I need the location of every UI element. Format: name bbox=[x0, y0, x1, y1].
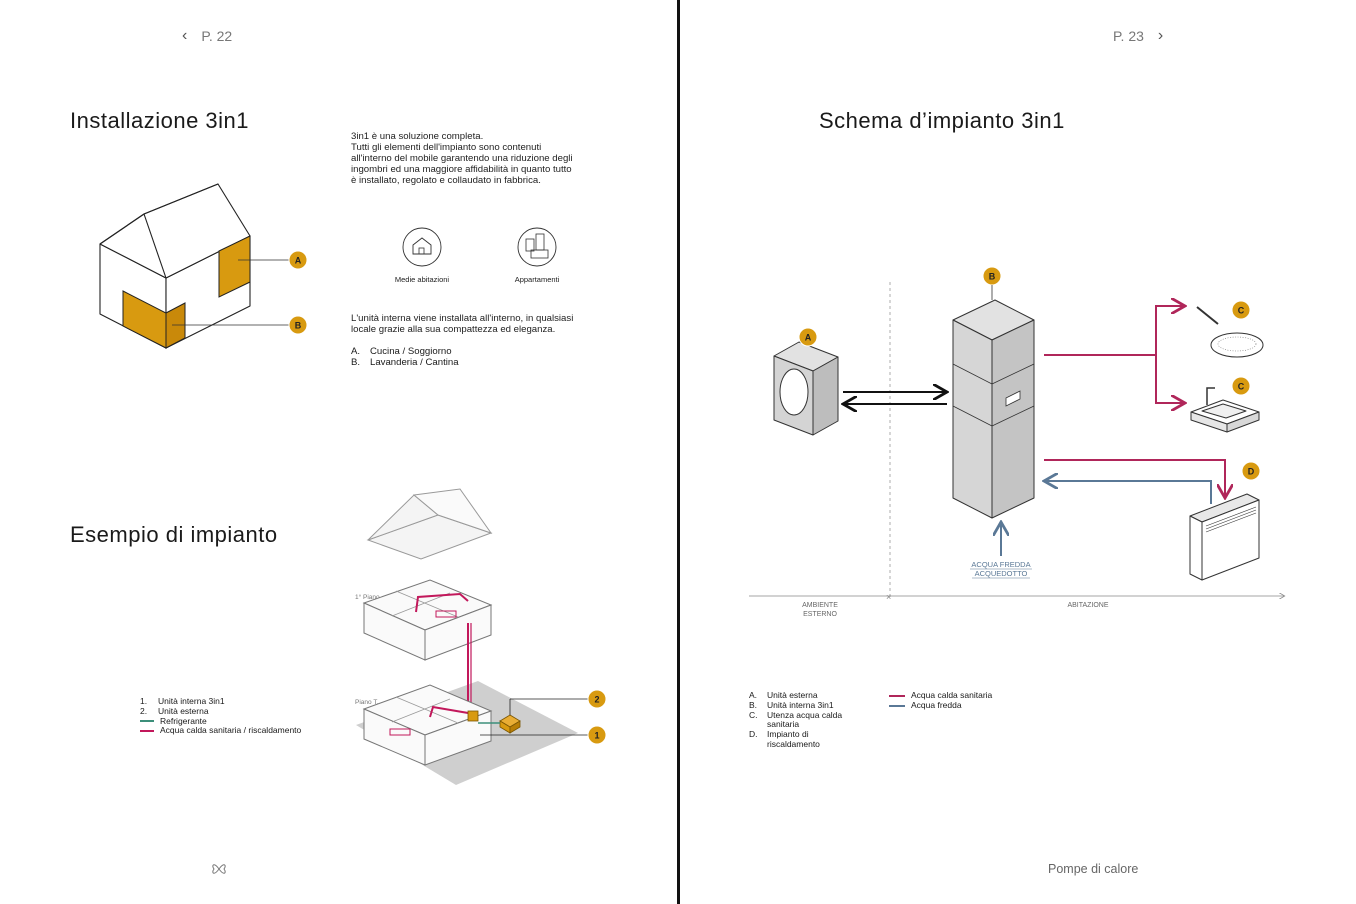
zone-outside-1: AMBIENTE bbox=[802, 602, 838, 609]
svg-text:×: × bbox=[886, 592, 891, 602]
cold-water-swatch bbox=[889, 704, 905, 707]
house-illustration: A B bbox=[99, 183, 308, 349]
list-item: D.Impianto di riscaldamento bbox=[749, 729, 820, 749]
refrigerant-swatch bbox=[140, 720, 154, 723]
marker-2: 2 bbox=[594, 695, 599, 705]
list-item: C.Utenza acqua calda sanitaria bbox=[749, 709, 843, 730]
chevron-right-icon[interactable]: › bbox=[1157, 27, 1164, 44]
component-legend: A.Unità esterna B.Unità interna 3in1 C.U… bbox=[749, 690, 843, 750]
install-paragraph: L'unità interna viene installata all'int… bbox=[351, 313, 574, 335]
marker-c-shower: C bbox=[1238, 306, 1245, 316]
list-item: A.Cucina / Soggiorno bbox=[351, 346, 452, 357]
list-item: Refrigerante bbox=[140, 716, 301, 727]
list-item: 1.Unità interna 3in1 bbox=[140, 696, 225, 706]
marker-c-sink: C bbox=[1238, 382, 1245, 392]
icon-label-houses: Medie abitazioni bbox=[394, 275, 450, 284]
example-title: Esempio di impianto bbox=[70, 522, 278, 547]
icon-label-apartments: Appartamenti bbox=[514, 275, 560, 284]
zone-inside: ABITAZIONE bbox=[1067, 602, 1108, 609]
marker-a: A bbox=[295, 256, 302, 266]
chevron-left-icon[interactable]: ‹ bbox=[182, 27, 188, 44]
logo-icon bbox=[212, 864, 226, 874]
prev-page-nav[interactable]: ‹ P. 22 bbox=[182, 27, 232, 45]
house-icon bbox=[402, 227, 442, 267]
list-item: B.Unità interna 3in1 bbox=[749, 699, 834, 710]
apartments-icon bbox=[517, 227, 557, 267]
list-item: A.Unità esterna bbox=[749, 690, 818, 700]
marker-d: D bbox=[1248, 467, 1255, 477]
page-number: P. 22 bbox=[201, 28, 233, 44]
floor-label-first: 1° Piano bbox=[355, 593, 380, 601]
marker-1: 1 bbox=[594, 731, 599, 741]
schema-title: Schema d’impianto 3in1 bbox=[819, 108, 1065, 133]
left-page: ‹ P. 22 Installazione 3in1 A B 3in1 è un… bbox=[0, 0, 677, 904]
hot-water-swatch bbox=[889, 694, 905, 697]
next-page-nav[interactable]: P. 23 › bbox=[1113, 27, 1163, 45]
example-illustration: 1° Piano Piano T. bbox=[355, 488, 607, 785]
list-item: 2.Unità esterna bbox=[140, 705, 209, 716]
install-title: Installazione 3in1 bbox=[70, 108, 250, 133]
list-item: Acqua fredda bbox=[889, 700, 992, 711]
intro-paragraph: 3in1 è una soluzione completa. Tutti gli… bbox=[351, 131, 573, 186]
hot-water-swatch bbox=[140, 730, 154, 733]
cold-water-label-1: ACQUA FREDDA bbox=[971, 560, 1030, 569]
line-legend: Acqua calda sanitaria Acqua fredda bbox=[889, 690, 992, 711]
list-item: Acqua calda sanitaria bbox=[889, 690, 992, 701]
zone-outside-2: ESTERNO bbox=[803, 611, 837, 618]
page-number: P. 23 bbox=[1113, 28, 1144, 44]
list-item: B.Lavanderia / Cantina bbox=[351, 357, 459, 368]
system-diagram: × A B ACQUA FREDDA ACQUEDOTTO bbox=[749, 266, 1296, 618]
cold-water-label-2: ACQUEDOTTO bbox=[975, 569, 1028, 578]
floor-label-ground: Piano T. bbox=[355, 699, 379, 706]
location-list: A.Cucina / Soggiorno B.Lavanderia / Cant… bbox=[351, 346, 459, 368]
marker-b: B bbox=[295, 321, 302, 331]
list-item: Acqua calda sanitaria / riscaldamento bbox=[140, 726, 301, 736]
right-page: P. 23 › Schema d’impianto 3in1 × A bbox=[681, 0, 1356, 904]
marker-b-right: B bbox=[989, 272, 996, 282]
marker-a-right: A bbox=[805, 333, 812, 343]
example-legend: 1.Unità interna 3in1 2.Unità esterna Ref… bbox=[140, 696, 301, 736]
page-spine bbox=[677, 0, 680, 904]
footer-section-title: Pompe di calore bbox=[1048, 862, 1139, 876]
